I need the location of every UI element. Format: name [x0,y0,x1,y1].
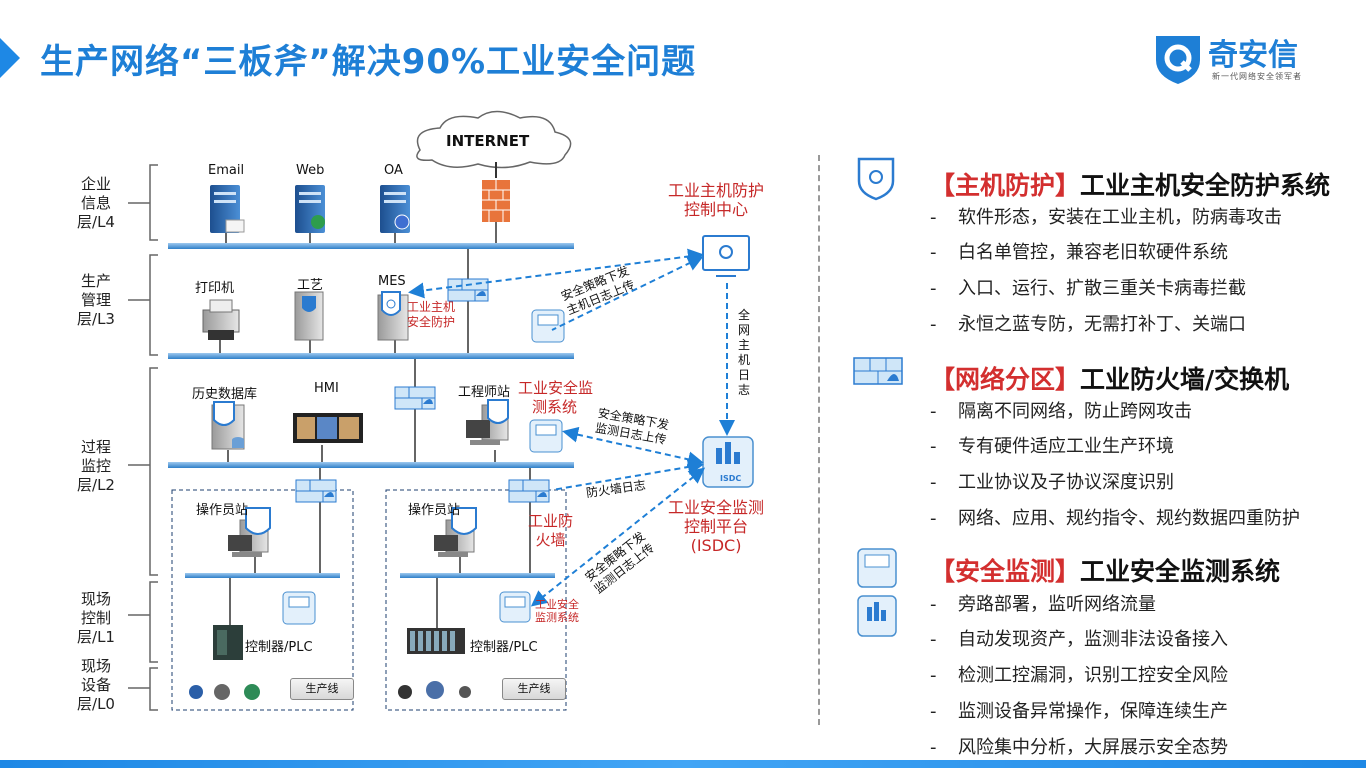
section-host-protect-title: 【主机防护】工业主机安全防护系统 [930,171,1331,200]
mes-label: MES [378,274,406,289]
internet-firewall-icon [482,180,510,222]
l1-monitor-label: 工业安全监测系统 [535,598,579,624]
production-line-1: 生产线 [290,678,354,700]
engineer-station-icon [466,399,509,445]
flow-all-host-log: 全网 主机 日志 [738,308,751,397]
section-monitor-title: 【安全监测】工业安全监测系统 [930,557,1281,586]
level-brackets [128,164,158,711]
l2-isd-icon [529,419,563,453]
l3-firewall-icon [447,278,489,302]
internet-cloud [416,110,572,169]
host-center-monitor-icon [702,235,750,277]
host-bullet-4: -永恒之蓝专防，无需打补丁、关端口 [930,314,1246,335]
zone-bullet-3: -工业协议及子协议深度识别 [930,472,1174,493]
logo-slogan: 新一代网络安全领军者 [1212,72,1302,81]
zone2-isd-icon [499,591,531,623]
logo-name: 奇安信 [1208,38,1298,73]
l2-firewall-icon [394,386,436,410]
operator-station-2-icon [434,507,477,557]
oa-server-icon [380,185,410,233]
field-devices-2-icon [398,681,471,699]
printer-icon [202,299,240,340]
network-diagram [128,110,754,711]
level-l4-label: 企业信息层/L4 [77,175,115,231]
hmi-label: HMI [314,381,339,396]
email-server-icon [210,185,245,233]
web-server-icon [295,185,325,233]
zone1-firewall-icon [295,479,337,503]
isdc-badge: ISDC [720,474,742,483]
email-label: Email [208,163,245,178]
history-db-label: 历史数据库 [192,387,258,402]
mes-shield-icon [381,291,401,316]
level-l3-label: 生产管理层/L3 [77,272,115,328]
zone-bullet-2: -专有硬件适应工业生产环境 [930,436,1174,457]
level-l0-label: 现场设备层/L0 [77,657,115,713]
host-bullet-2: -白名单管控，兼容老旧软硬件系统 [930,242,1228,263]
page-title: 生产网络“三板斧”解决90%工业安全问题 [40,42,697,82]
host-bullet-1: -软件形态，安装在工业主机，防病毒攻击 [930,207,1282,228]
monitor-bullet-4: -监测设备异常操作，保障连续生产 [930,701,1228,722]
qianxin-logo [1156,36,1200,84]
zone-bullet-1: -隔离不同网络，防止跨网攻击 [930,401,1192,422]
plc-2-label: 控制器/PLC [470,640,538,655]
level-l2-label: 过程监控层/L2 [77,438,115,494]
monitor-bullet-3: -检测工控漏洞，识别工控安全风险 [930,665,1228,686]
firewall-brick-icon [853,357,903,385]
oa-label: OA [384,163,403,178]
web-label: Web [296,163,325,178]
monitor-bullet-5: -风险集中分析，大屏展示安全态势 [930,737,1228,758]
isdc-platform-icon [702,436,754,488]
l3-isd-icon [531,309,565,343]
operator-station-1-icon [228,507,271,557]
vertical-divider [818,155,820,725]
level-l1-label: 现场控制层/L1 [77,590,115,646]
monitor-bullet-2: -自动发现资产，监测非法设备接入 [930,629,1228,650]
plc-1-label: 控制器/PLC [245,640,313,655]
isdc-platform-label: 工业安全监测控制平台 (ISDC) [668,498,765,555]
history-db-icon [211,401,245,450]
operator-station-2-label: 操作员站 [408,503,461,518]
host-bullet-3: -入口、运行、扩散三重关卡病毒拦截 [930,278,1246,299]
bottom-bar [0,760,1366,768]
host-protect-label: 工业主机安全防护 [407,300,456,329]
hmi-icon [293,413,363,443]
internet-label: INTERNET [446,132,530,150]
host-center-label: 工业主机防护控制中心 [668,181,765,219]
zone1-isd-icon [282,591,316,625]
monitor-bullet-1: -旁路部署，监听网络流量 [930,594,1156,615]
zone-bullet-4: -网络、应用、规约指令、规约数据四重防护 [930,508,1300,529]
isd-device-icon [857,548,897,588]
host-shield-icon [857,157,895,201]
l2-monitor-label: 工业安全监测系统 [518,379,594,416]
plc-2-icon [407,628,465,654]
engineer-station-label: 工程师站 [458,385,511,400]
isdc-device-icon [857,595,897,637]
production-line-2: 生产线 [502,678,566,700]
process-server-icon [294,291,324,341]
title-chevron-icon [0,38,20,78]
zone2-firewall-icon [508,479,550,503]
field-devices-1-icon [189,684,260,700]
process-label: 工艺 [297,278,324,293]
industrial-firewall-label: 工业防火墙 [528,512,574,549]
operator-station-1-label: 操作员站 [196,503,249,518]
section-network-zone-title: 【网络分区】工业防火墙/交换机 [930,365,1290,394]
plc-1-icon [213,625,243,660]
printer-label: 打印机 [195,281,235,296]
